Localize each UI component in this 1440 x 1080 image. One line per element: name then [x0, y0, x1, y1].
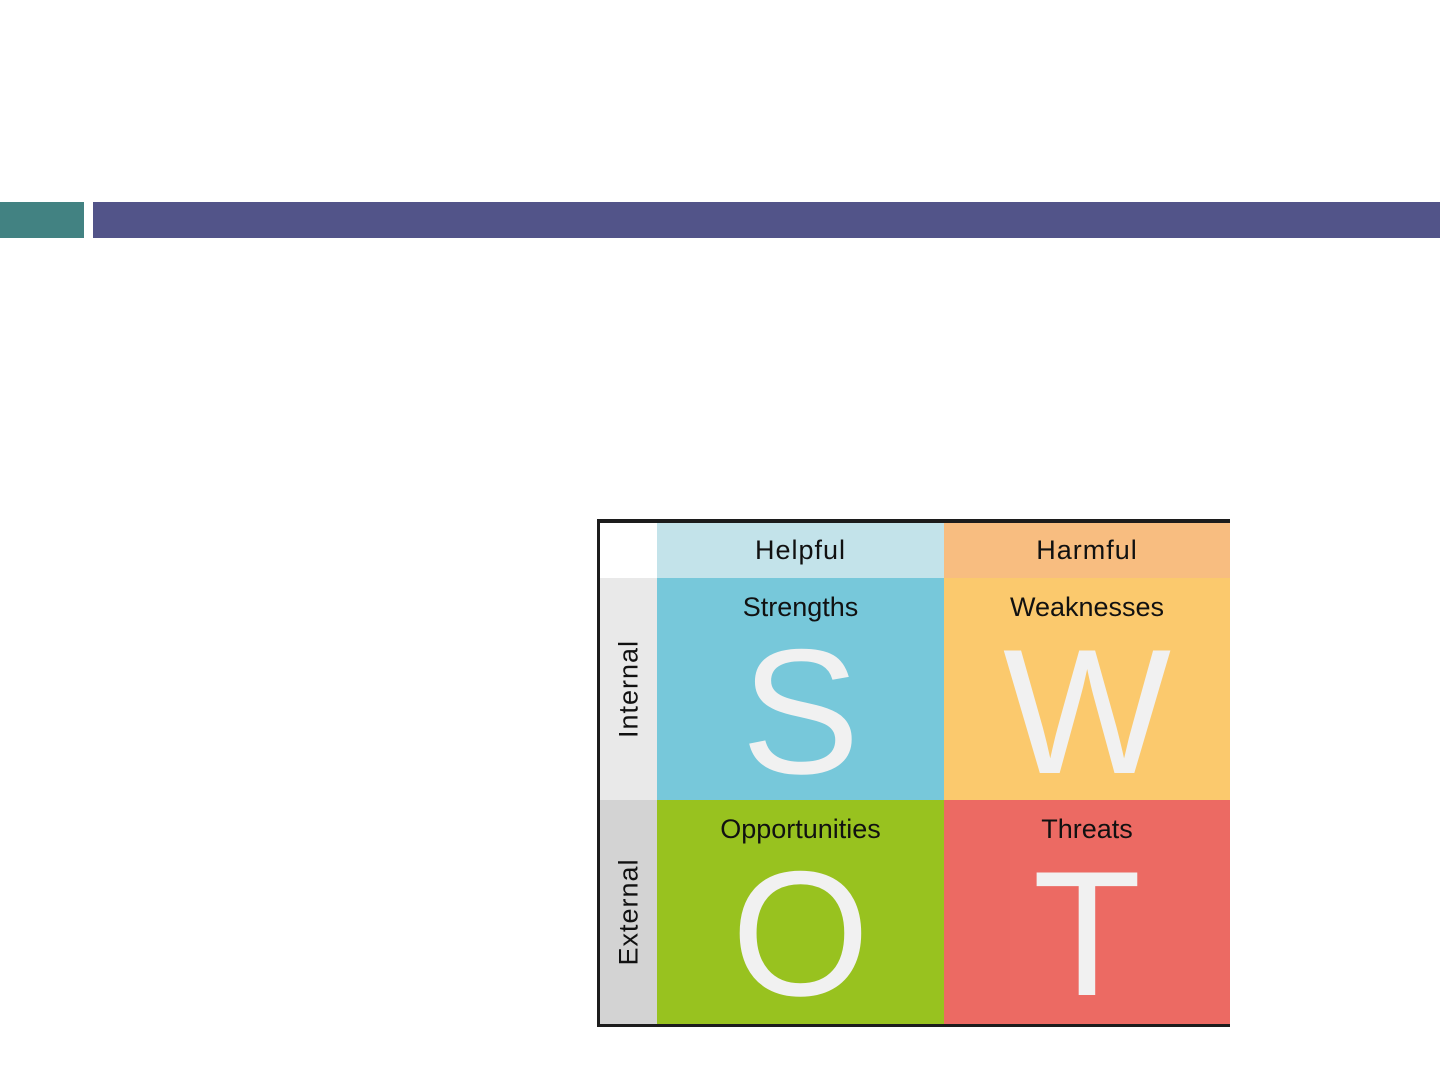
- quadrant-strengths-letter: S: [657, 612, 944, 800]
- row-header-external-label: External: [613, 858, 644, 965]
- quadrant-opportunities-letter: O: [657, 834, 944, 1024]
- quadrant-weaknesses: Weaknesses W: [944, 578, 1230, 800]
- row-header-internal: Internal: [600, 578, 657, 800]
- quadrant-threats-letter: T: [944, 834, 1230, 1024]
- corner-cell: [600, 523, 657, 578]
- row-header-internal-label: Internal: [613, 640, 644, 738]
- column-header-harmful: Harmful: [944, 523, 1230, 578]
- quadrant-strengths: Strengths S: [657, 578, 944, 800]
- quadrant-opportunities: Opportunities O: [657, 800, 944, 1024]
- title-band: [93, 202, 1440, 238]
- swot-diagram: Helpful Harmful Internal External Streng…: [597, 519, 1230, 1027]
- column-header-helpful: Helpful: [657, 523, 944, 578]
- title-band-accent: [0, 202, 84, 238]
- quadrant-weaknesses-letter: W: [944, 612, 1230, 800]
- quadrant-threats: Threats T: [944, 800, 1230, 1024]
- row-header-external: External: [600, 800, 657, 1024]
